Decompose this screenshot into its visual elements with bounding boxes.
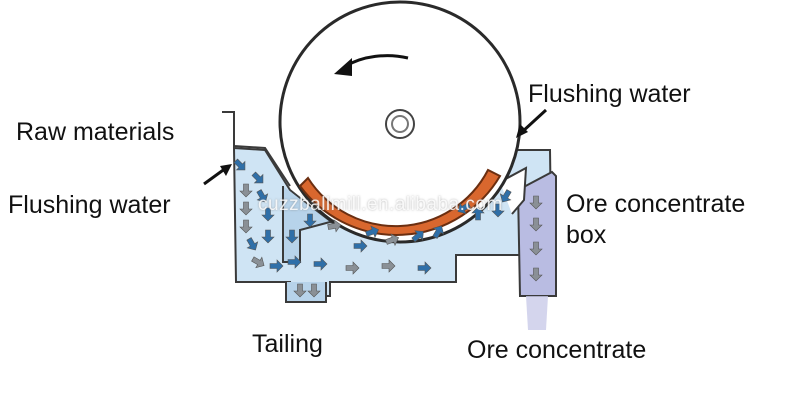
counterclockwise-arrow-icon bbox=[334, 54, 409, 76]
flow-arrow-icon bbox=[345, 261, 360, 275]
flow-arrow-icon bbox=[432, 225, 445, 239]
flow-arrow-icon bbox=[246, 237, 259, 251]
flow-arrow-icon bbox=[261, 207, 275, 222]
flow-arrow-icon bbox=[529, 195, 543, 210]
label-tailing: Tailing bbox=[252, 330, 323, 358]
flow-arrow-icon bbox=[269, 259, 284, 273]
flow-arrow-icon bbox=[287, 255, 302, 269]
flow-arrow-icon bbox=[251, 256, 265, 269]
flow-arrow-icon bbox=[417, 261, 432, 275]
flow-arrow-icon bbox=[471, 206, 485, 221]
flow-arrow-icon bbox=[239, 183, 253, 198]
flow-arrow-icon bbox=[529, 241, 543, 256]
flow-arrow-icon bbox=[529, 267, 543, 282]
flow-arrow-icon bbox=[499, 189, 512, 203]
flow-arrow-icon bbox=[261, 229, 275, 244]
flow-arrow-icon bbox=[239, 219, 253, 234]
flow-arrow-icon bbox=[233, 158, 246, 171]
tailing-outlet bbox=[285, 282, 327, 303]
drum-shaft-inner bbox=[391, 115, 409, 133]
flow-arrow-icon bbox=[307, 283, 321, 298]
flow-arrow-icon bbox=[239, 201, 253, 216]
concentrate-outflow bbox=[526, 296, 548, 330]
flow-arrow-icon bbox=[365, 225, 379, 239]
flow-arrow-icon bbox=[256, 189, 269, 203]
label-flushing-water-top: Flushing water bbox=[528, 80, 691, 108]
flow-arrow-icon bbox=[529, 217, 543, 232]
flow-arrow-icon bbox=[381, 259, 396, 273]
flow-arrow-icon bbox=[313, 257, 328, 271]
label-raw-materials: Raw materials bbox=[16, 118, 175, 146]
label-ore-concentrate: Ore concentrate bbox=[467, 336, 647, 364]
flow-arrow-icon bbox=[353, 239, 368, 253]
magnet-system-arc bbox=[298, 168, 502, 236]
flow-arrow-icon bbox=[327, 219, 342, 233]
tank-wall-left bbox=[222, 111, 291, 187]
drum bbox=[278, 0, 522, 244]
flow-arrow-icon bbox=[285, 229, 299, 244]
flow-arrow-icon bbox=[251, 171, 264, 184]
flow-arrow-icon bbox=[303, 213, 317, 228]
flow-arrow-icon bbox=[293, 283, 307, 298]
pointer-arrow-icon-top bbox=[516, 108, 548, 138]
label-ore-concentrate-box-line2: box bbox=[566, 221, 607, 249]
flow-arrows bbox=[233, 158, 543, 298]
flow-arrow-icon bbox=[385, 233, 399, 247]
label-ore-concentrate-box-line1: Ore concentrate bbox=[566, 190, 746, 218]
ore-concentrate-box bbox=[499, 166, 557, 330]
label-flushing-water-left: Flushing water bbox=[8, 191, 171, 219]
flow-arrow-icon bbox=[457, 202, 471, 215]
concentrate-box-body bbox=[516, 170, 557, 297]
flow-arrow-icon bbox=[411, 230, 424, 243]
pointer-arrow-icon-left bbox=[203, 164, 232, 186]
watermark-text: cuzzballmill.en.alibaba.com bbox=[258, 194, 503, 215]
flow-arrow-icon bbox=[491, 203, 505, 218]
